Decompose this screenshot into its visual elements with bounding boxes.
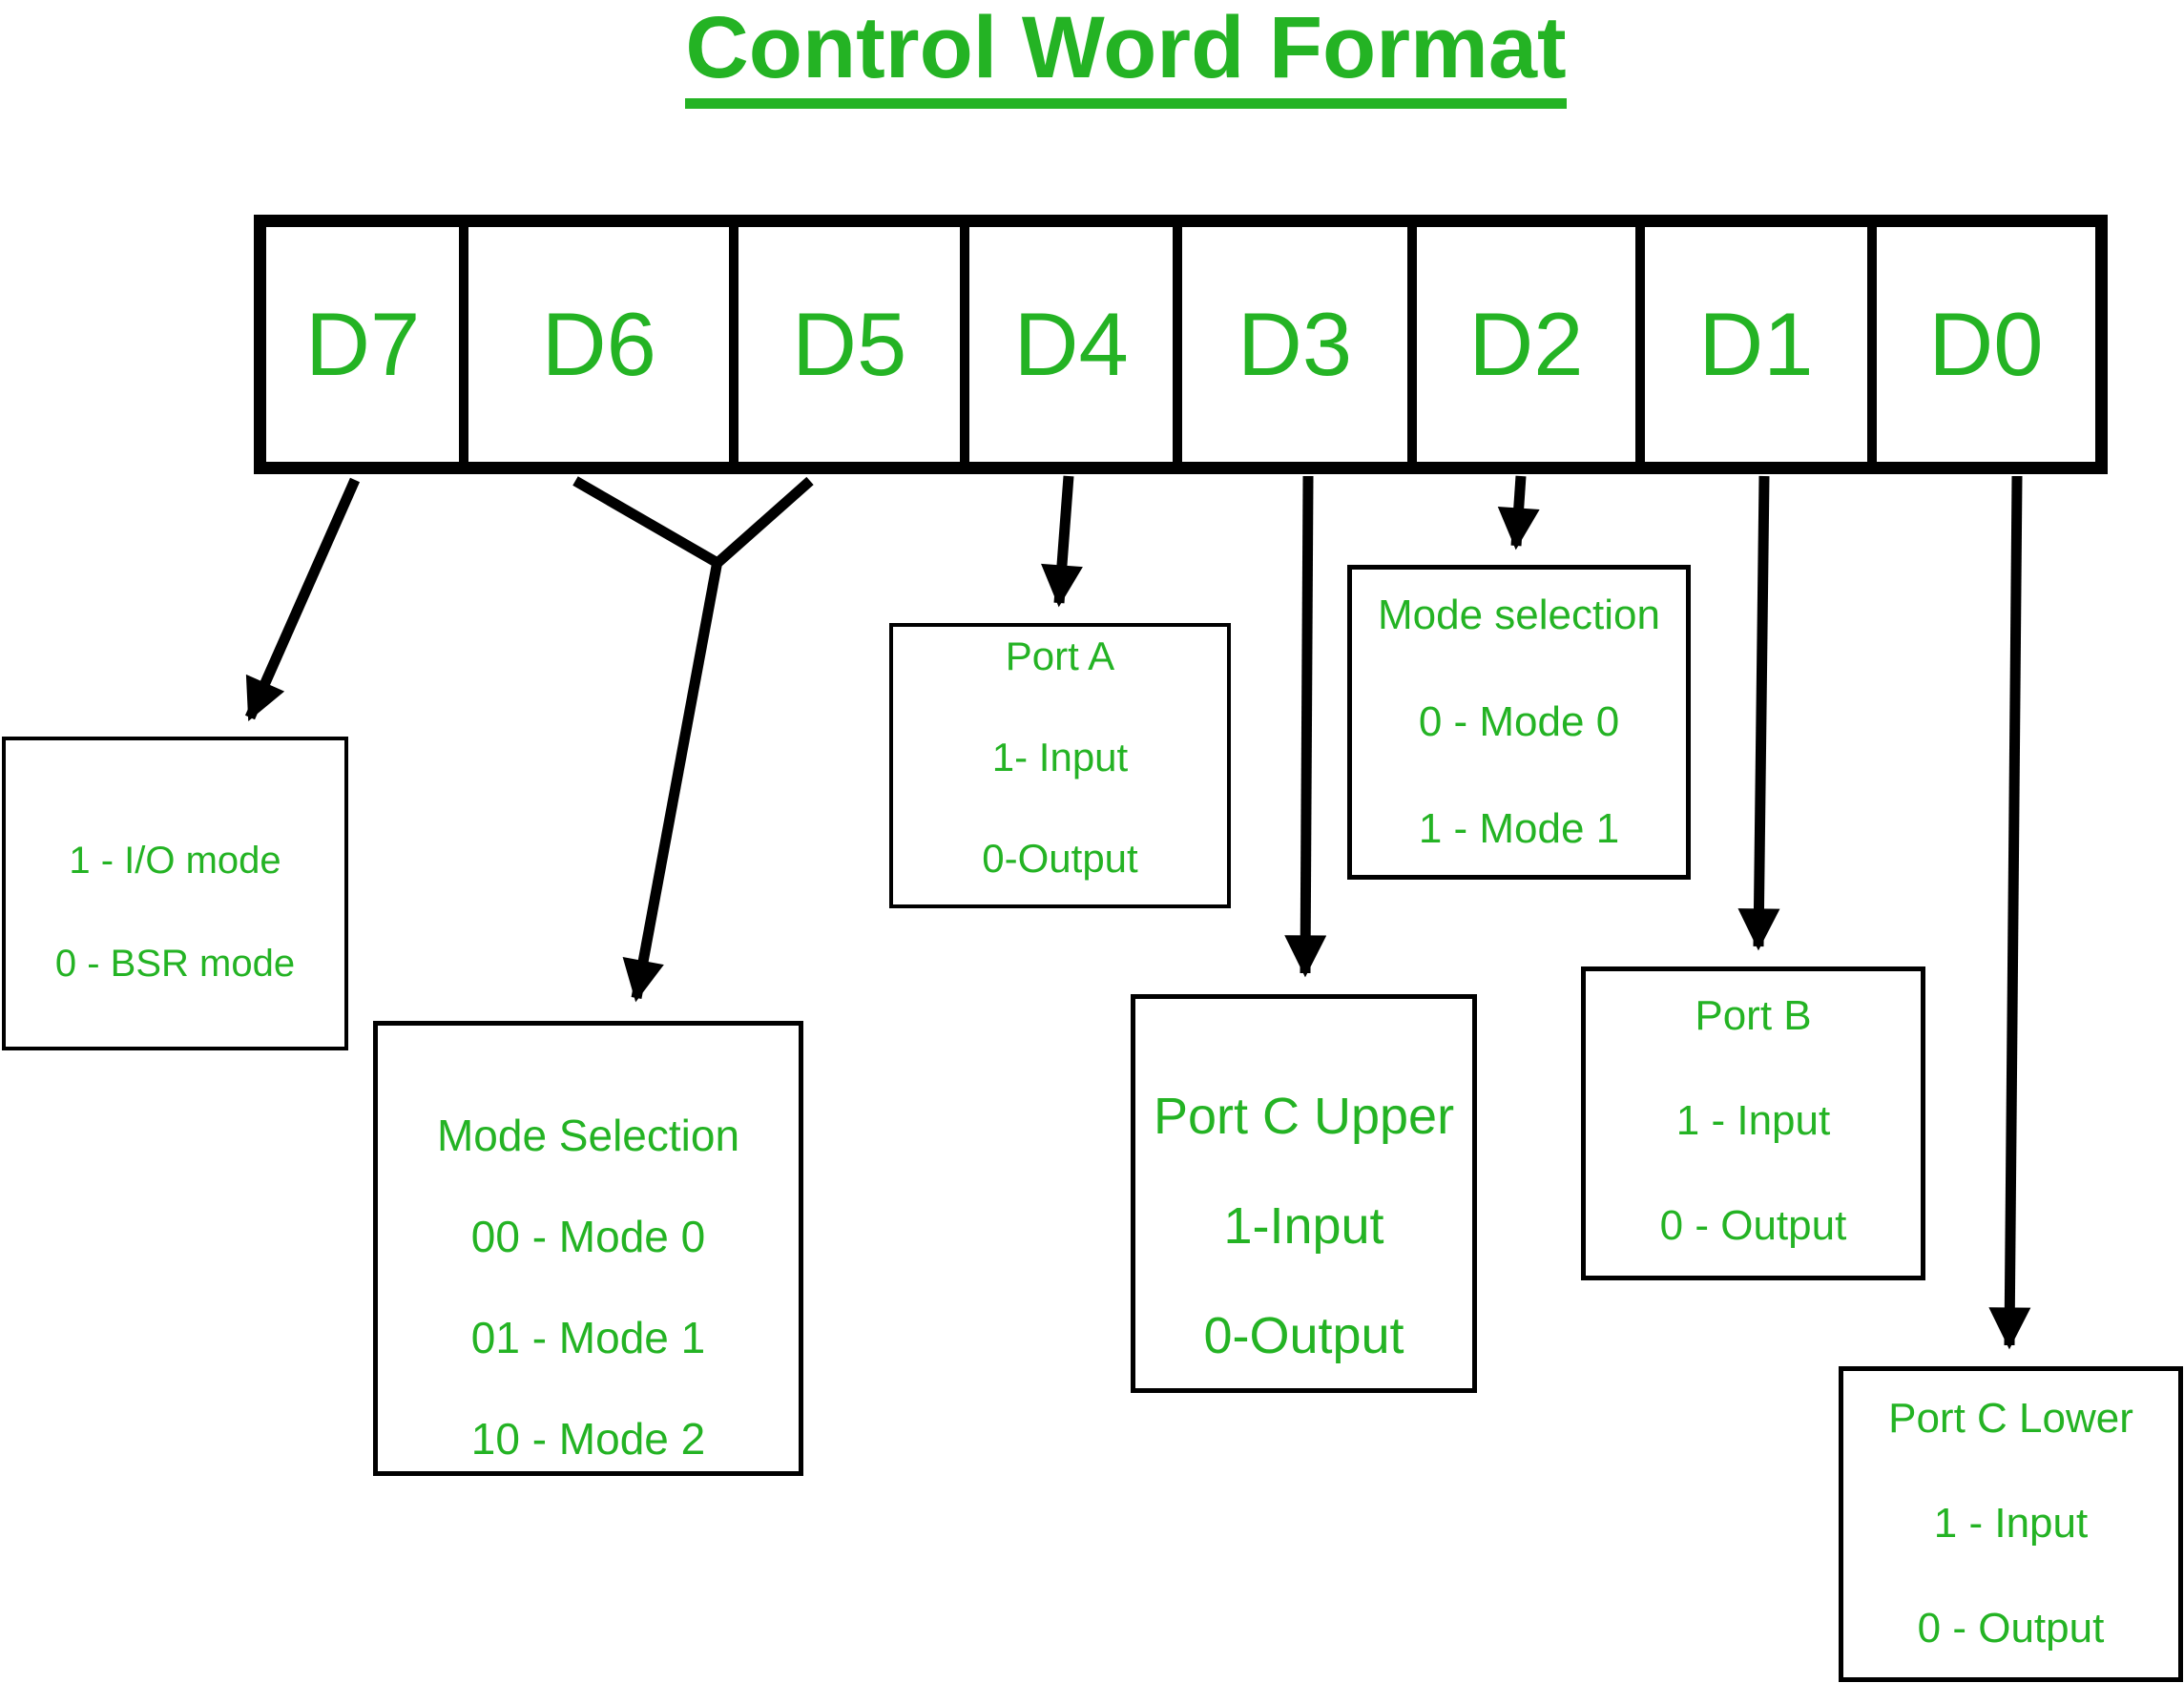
annotation-line: 0 - BSR mode [54, 943, 296, 985]
page-title: Control Word Format [685, 2, 1567, 109]
arrow-d2-icon [1497, 475, 1540, 551]
annotation-line: 0 - Output [1659, 1202, 1847, 1249]
bit-cell-d6: D6 [468, 227, 739, 462]
annotation-line: Mode Selection [436, 1111, 740, 1160]
annotation-box-d1: Port B 1 - Input 0 - Output [1581, 966, 1925, 1280]
page-title-wrap: Control Word Format [534, 2, 1717, 109]
annotation-box-d3: Port C Upper 1-Input 0-Output [1131, 994, 1477, 1393]
bit-label-d1: D1 [1698, 294, 1814, 394]
annotation-line: 1- Input [991, 735, 1129, 779]
arrow-d7-icon [244, 477, 361, 722]
bit-register-row: D7 D6 D5 D4 D3 D2 D1 D0 [254, 215, 2108, 474]
bit-cell-d0: D0 [1877, 227, 2095, 462]
annotation-box-d2: Mode selection 0 - Mode 0 1 - Mode 1 [1347, 565, 1691, 880]
annotation-line: Port A [1005, 634, 1115, 678]
bit-label-d2: D2 [1468, 294, 1584, 394]
annotation-line: 0 - Output [1917, 1605, 2105, 1652]
annotation-line: 10 - Mode 2 [470, 1414, 706, 1464]
arrow-d3-icon [1284, 475, 1327, 978]
bit-label-d0: D0 [1928, 294, 2044, 394]
annotation-line: Mode selection [1378, 592, 1660, 638]
bit-label-d7: D7 [305, 294, 421, 394]
bit-cell-d4: D4 [969, 227, 1183, 462]
annotation-box-d7: 1 - I/O mode 0 - BSR mode [2, 737, 348, 1050]
bit-cell-d2: D2 [1417, 227, 1645, 462]
annotation-line: 1 - Input [1675, 1097, 1831, 1144]
fork-d6-d5-icon [572, 476, 814, 570]
annotation-line: 1 - Input [1933, 1500, 2089, 1547]
bit-label-d5: D5 [792, 294, 907, 394]
annotation-line: 01 - Mode 1 [470, 1313, 706, 1362]
annotation-line: 1 - Mode 1 [1418, 805, 1620, 852]
annotation-line: 1 - I/O mode [69, 840, 281, 882]
bit-label-d6: D6 [541, 294, 656, 394]
bit-cell-d1: D1 [1645, 227, 1877, 462]
annotation-box-d0: Port C Lower 1 - Input 0 - Output [1839, 1366, 2183, 1682]
bit-cell-d7: D7 [266, 227, 469, 462]
bit-label-d4: D4 [1013, 294, 1129, 394]
annotation-box-d4: Port A 1- Input 0-Output [889, 623, 1231, 908]
arrow-d0-icon [1988, 475, 2031, 1350]
annotation-line: 00 - Mode 0 [470, 1212, 706, 1261]
annotation-line: 0-Output [1203, 1307, 1404, 1364]
annotation-line: 1-Input [1223, 1197, 1384, 1255]
annotation-line: Port B [1695, 992, 1812, 1039]
annotation-line: Port C Lower [1888, 1395, 2133, 1442]
arrow-d1-icon [1737, 475, 1780, 951]
annotation-line: 0-Output [982, 836, 1138, 881]
annotation-line: Port C Upper [1153, 1088, 1455, 1145]
annotation-line: 0 - Mode 0 [1418, 698, 1620, 745]
arrow-d4-icon [1041, 475, 1083, 608]
annotation-box-d6-d5: Mode Selection 00 - Mode 0 01 - Mode 1 1… [373, 1021, 803, 1476]
arrow-d6-d5-icon [622, 559, 723, 1003]
bit-cell-d3: D3 [1182, 227, 1417, 462]
bit-cell-d5: D5 [738, 227, 970, 462]
bit-label-d3: D3 [1237, 294, 1353, 394]
